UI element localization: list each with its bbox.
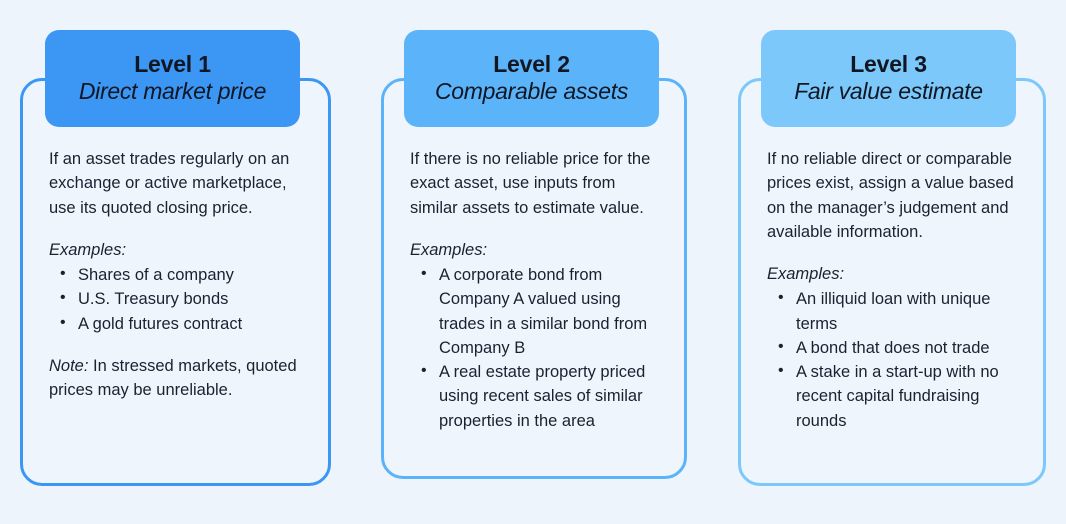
list-item: A real estate property priced using rece… (421, 359, 658, 433)
list-item: A gold futures contract (60, 310, 302, 336)
level-card-3: If no reliable direct or comparable pric… (738, 78, 1046, 486)
list-item: An illiquid loan with unique terms (778, 286, 1017, 336)
level-2-intro: If there is no reliable price for the ex… (410, 150, 651, 217)
list-item: Shares of a company (60, 262, 302, 287)
level-2-examples-label: Examples: (410, 240, 488, 259)
list-item: A bond that does not trade (778, 335, 1017, 360)
level-1-subtitle: Direct market price (78, 78, 267, 104)
level-card-3-body: If no reliable direct or comparable pric… (741, 147, 1043, 433)
list-item: A stake in a start-up with no recent cap… (778, 359, 1017, 433)
level-card-2: If there is no reliable price for the ex… (381, 78, 687, 479)
level-1-note: Note: In stressed markets, quoted prices… (49, 354, 302, 403)
level-3-subtitle: Fair value estimate (794, 78, 983, 104)
level-card-1-header-pill: Level 1 Direct market price (45, 30, 300, 127)
level-3-examples-list: An illiquid loan with unique terms A bon… (767, 286, 1017, 433)
level-3-title: Level 3 (850, 51, 927, 78)
level-card-2-body: If there is no reliable price for the ex… (384, 147, 684, 433)
level-1-examples-list: Shares of a company U.S. Treasury bonds … (49, 262, 302, 336)
level-3-intro: If no reliable direct or comparable pric… (767, 150, 1014, 241)
level-1-note-text: In stressed markets, quoted prices may b… (49, 356, 297, 399)
level-1-note-label: Note: (49, 356, 89, 375)
list-item: A corporate bond from Company A valued u… (421, 262, 658, 360)
level-card-1-body: If an asset trades regularly on an excha… (23, 147, 328, 402)
list-item: U.S. Treasury bonds (60, 286, 302, 311)
level-2-examples-list: A corporate bond from Company A valued u… (410, 262, 658, 433)
level-card-2-header-pill: Level 2 Comparable assets (404, 30, 659, 127)
level-2-subtitle: Comparable assets (434, 78, 629, 104)
level-3-examples-label: Examples: (767, 265, 845, 283)
level-card-3-header-pill: Level 3 Fair value estimate (761, 30, 1016, 127)
level-2-title: Level 2 (493, 51, 570, 78)
level-1-examples-label: Examples: (49, 240, 127, 259)
level-1-title: Level 1 (134, 51, 211, 78)
level-1-intro: If an asset trades regularly on an excha… (49, 150, 290, 217)
level-card-1: If an asset trades regularly on an excha… (20, 78, 331, 486)
